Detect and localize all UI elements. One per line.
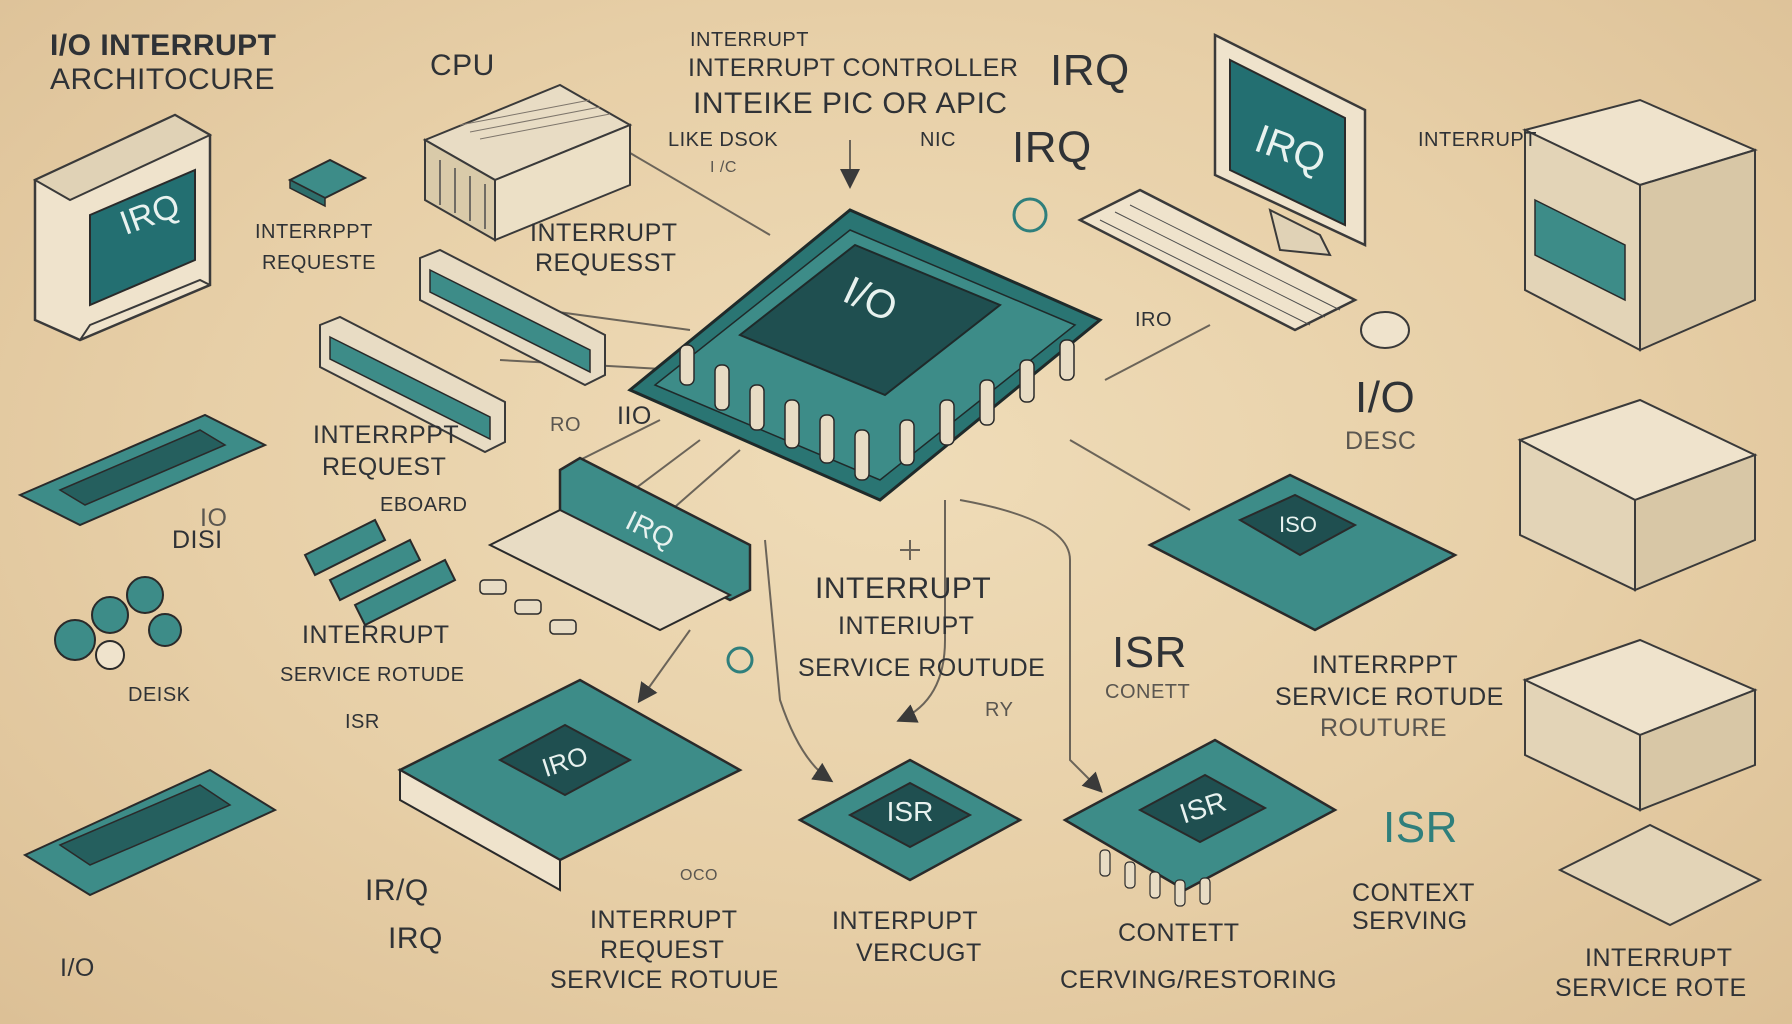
bottom-context-line1: CONTETT — [1118, 919, 1240, 947]
port-device-2 — [319, 315, 506, 454]
disk-capacitors — [54, 576, 182, 670]
center-interrupt-line1: INTERRUPT — [815, 572, 992, 605]
interrupt-request-b-line2: REQUESST — [535, 249, 677, 277]
iso-board — [1147, 473, 1458, 632]
desc-right-label: DESC — [1345, 427, 1417, 455]
node-icon — [1012, 197, 1048, 233]
bottom-right-board — [1062, 738, 1338, 907]
left-monitor — [32, 113, 213, 342]
diagram-title-line1: I/O INTERRUPT — [50, 29, 277, 62]
io-bottom-label: I/O — [60, 954, 95, 982]
ro-label: RO — [550, 414, 581, 436]
io-right-label: I/O — [1355, 373, 1416, 422]
cpu-box — [422, 83, 633, 242]
bottom-req-line3: SERVICE ROTUUE — [550, 966, 779, 994]
interrupt-right-label: INTERRUPT — [1418, 129, 1537, 151]
connector-lines — [469, 140, 1211, 793]
left-board-2 — [22, 768, 278, 897]
right-service-line3: ROUTURE — [1320, 714, 1448, 742]
br-service-line1: INTERRUPT — [1585, 944, 1733, 972]
bottom-vector-line2: VERCUGT — [856, 939, 982, 967]
bottom-context-line2: CERVING/RESTORING — [1060, 966, 1338, 994]
irq-bottom-line1: IR/Q — [365, 874, 429, 907]
bottom-mid-chip-label: ISR — [886, 796, 934, 827]
cpu-label: CPU — [430, 49, 495, 82]
iro-small-label: IRO — [1135, 309, 1173, 331]
chip-to-iso-line — [1069, 439, 1191, 511]
isr-flow-line — [959, 499, 1103, 793]
disk-io-label: IO — [200, 504, 228, 532]
interrupt-request-a-line2: REQUESTE — [262, 252, 377, 274]
irq-top-label: IRQ — [1050, 46, 1130, 95]
bottom-req-line1: INTERRUPT — [590, 906, 738, 934]
cylinder-connectors — [303, 518, 457, 627]
top-interrupt-label: INTERRUPT — [690, 29, 809, 51]
keyboard-label: EBOARD — [380, 494, 468, 516]
isr-flow-line — [764, 539, 834, 783]
irq-bottom-line2: IRQ — [388, 922, 443, 955]
left-board-1 — [17, 413, 268, 527]
isr-flow-line — [896, 500, 946, 723]
bottom-left-board — [397, 678, 743, 892]
bottom-req-line2: REQUEST — [600, 936, 725, 964]
bottom-vector-line1: INTERPUPT — [832, 907, 979, 935]
iso-chip-label: ISO — [1279, 512, 1317, 537]
conett-label: CONETT — [1105, 681, 1191, 703]
isr-service-line2: SERVICE ROTUDE — [280, 664, 465, 686]
keyboard — [1077, 188, 1410, 349]
isr-teal-label: ISR — [1383, 803, 1458, 852]
oco-label: OCO — [680, 867, 718, 884]
center-service-routine-line: SERVICE ROUTUDE — [798, 654, 1046, 682]
diagram-title-line2: ARCHITOCURE — [50, 63, 275, 96]
right-box-2 — [1517, 398, 1758, 592]
center-chip — [627, 208, 1103, 502]
isr-left-label: ISR — [345, 711, 380, 733]
right-box-1 — [1522, 98, 1758, 352]
disk-label: DISI — [172, 526, 223, 554]
small-frame — [1557, 823, 1763, 927]
nic-label: NIC — [920, 129, 956, 151]
irq-flow-line — [637, 629, 691, 704]
context-right-line1: CONTEXT — [1352, 879, 1475, 907]
cpu-to-chip-line — [624, 149, 771, 236]
interrupt-req-c-line1: INTERRPPT — [313, 421, 460, 449]
iio-label: IIO — [617, 402, 652, 430]
interrupt-controller-label: INTERRUPT CONTROLLER — [688, 54, 1019, 82]
center-interrupt-line2: INTERIUPT — [838, 612, 975, 640]
irq-mid-label: IRQ — [1012, 123, 1092, 172]
interrupt-request-b-line1: INTERRUPT — [530, 219, 678, 247]
small-chip-icon — [287, 158, 368, 208]
right-box-3 — [1522, 638, 1758, 812]
port-device-1 — [419, 248, 606, 387]
context-right-line2: SERVING — [1352, 907, 1468, 935]
right-service-line1: INTERRPPT — [1312, 651, 1459, 679]
node-icon — [726, 646, 754, 674]
bottom-mid-chip — [797, 758, 1023, 882]
ry-label: RY — [985, 699, 1014, 721]
deisk-label: DEISK — [128, 684, 191, 706]
pic-apic-label: INTEIKE PIC OR APIC — [693, 87, 1008, 120]
interrupt-request-a-line1: INTERRPPT — [255, 221, 373, 243]
io-small-label: I /C — [710, 159, 737, 176]
isr-big-label: ISR — [1112, 628, 1187, 677]
right-monitor — [1213, 32, 1367, 257]
br-service-line2: SERVICE ROTE — [1555, 974, 1747, 1002]
isr-service-line1: INTERRUPT — [302, 621, 450, 649]
irq-bar — [479, 456, 752, 635]
interrupt-req-c-line2: REQUEST — [322, 453, 447, 481]
right-service-line2: SERVICE ROTUDE — [1275, 683, 1504, 711]
keyboard-to-chip-line — [1104, 324, 1211, 381]
like-desk-label: LIKE DSOK — [668, 129, 779, 151]
